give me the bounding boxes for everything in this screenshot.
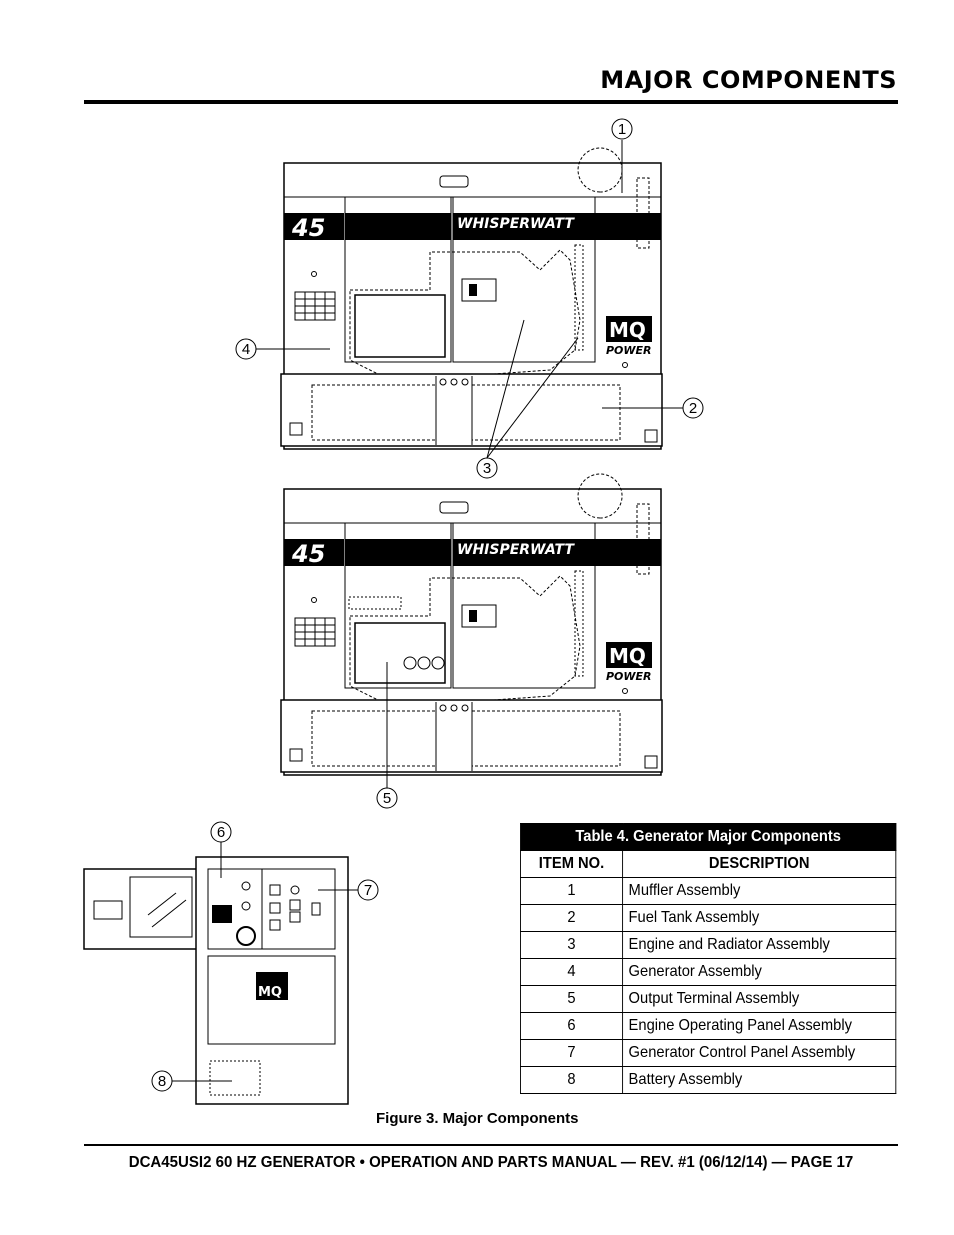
item-no: 2 [520,904,624,932]
item-description: Engine Operating Panel Assembly [622,1012,897,1040]
item-description: Generator Control Panel Assembly [622,1039,897,1067]
generator-view-bottom [280,473,663,776]
callout-3: 3 [476,457,498,479]
column-header-item-no: ITEM NO. [520,850,624,878]
svg-text:4: 4 [242,341,250,358]
callout-2: 2 [682,397,704,419]
callout-7: 7 [357,879,379,901]
front-control-view: MQ [83,856,349,1105]
svg-text:8: 8 [158,1073,166,1090]
column-header-description: DESCRIPTION [622,850,897,878]
item-no: 6 [520,1012,624,1040]
item-description: Output Terminal Assembly [622,985,897,1013]
footer-rule [84,1144,898,1146]
item-no: 5 [520,985,624,1013]
callout-8: 8 [151,1070,173,1092]
item-description: Generator Assembly [622,958,897,986]
item-description: Muffler Assembly [622,877,897,905]
callout-5: 5 [376,787,398,809]
svg-text:7: 7 [364,882,372,899]
item-no: 4 [520,958,624,986]
leader-lines [172,140,683,1082]
svg-text:2: 2 [689,400,697,417]
components-table: Table 4. Generator Major Components ITEM… [520,823,897,1094]
item-no: 8 [520,1066,624,1094]
svg-text:MQ: MQ [258,985,282,1000]
svg-text:6: 6 [217,824,225,841]
svg-text:3: 3 [483,460,491,477]
page-footer: DCA45USI2 60 HZ GENERATOR • OPERATION AN… [128,1154,854,1171]
item-no: 1 [520,877,624,905]
figure-caption: Figure 3. Major Components [376,1110,579,1127]
item-description: Fuel Tank Assembly [622,904,897,932]
callouts: 1 4 2 3 5 6 7 8 [151,118,704,1092]
table-caption: Table 4. Generator Major Components [520,823,897,851]
title-rule [84,100,898,104]
item-description: Engine and Radiator Assembly [622,931,897,959]
callout-1: 1 [611,118,633,140]
item-no: 3 [520,931,624,959]
page-title: MAJOR COMPONENTS [600,66,897,94]
svg-text:5: 5 [383,790,391,807]
svg-text:1: 1 [618,121,626,138]
callout-6: 6 [210,821,232,843]
generator-view-top [280,147,663,450]
item-no: 7 [520,1039,624,1067]
item-description: Battery Assembly [622,1066,897,1094]
callout-4: 4 [235,338,257,360]
